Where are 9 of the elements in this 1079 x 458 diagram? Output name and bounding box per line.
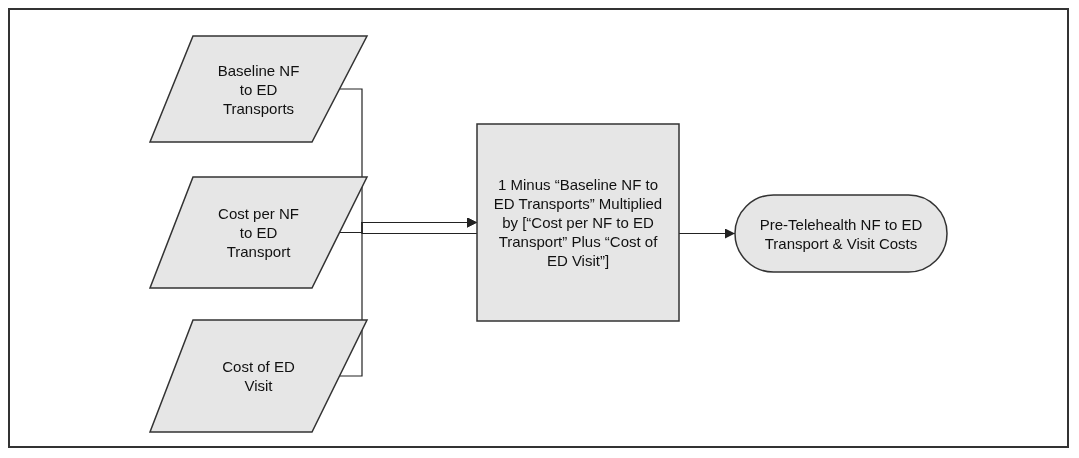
node-text: Cost of ED Visit [221,357,296,395]
input-parallelogram [150,177,367,288]
node-text: Pre-Telehealth NF to ED Transport & Visit Costs [758,214,924,253]
node-text: 1 Minus “Baseline NF to ED Transports” Multiplied by [“Cost per NF to ED Transport” Plus “Cost of ED Visit”] [492,175,664,270]
process-box [477,124,679,321]
input-parallelogram [150,36,367,142]
node-text: Cost per NF to ED Transport [217,204,300,261]
node-text: Baseline NF to ED Transports [216,60,301,118]
input-parallelogram [150,320,367,432]
